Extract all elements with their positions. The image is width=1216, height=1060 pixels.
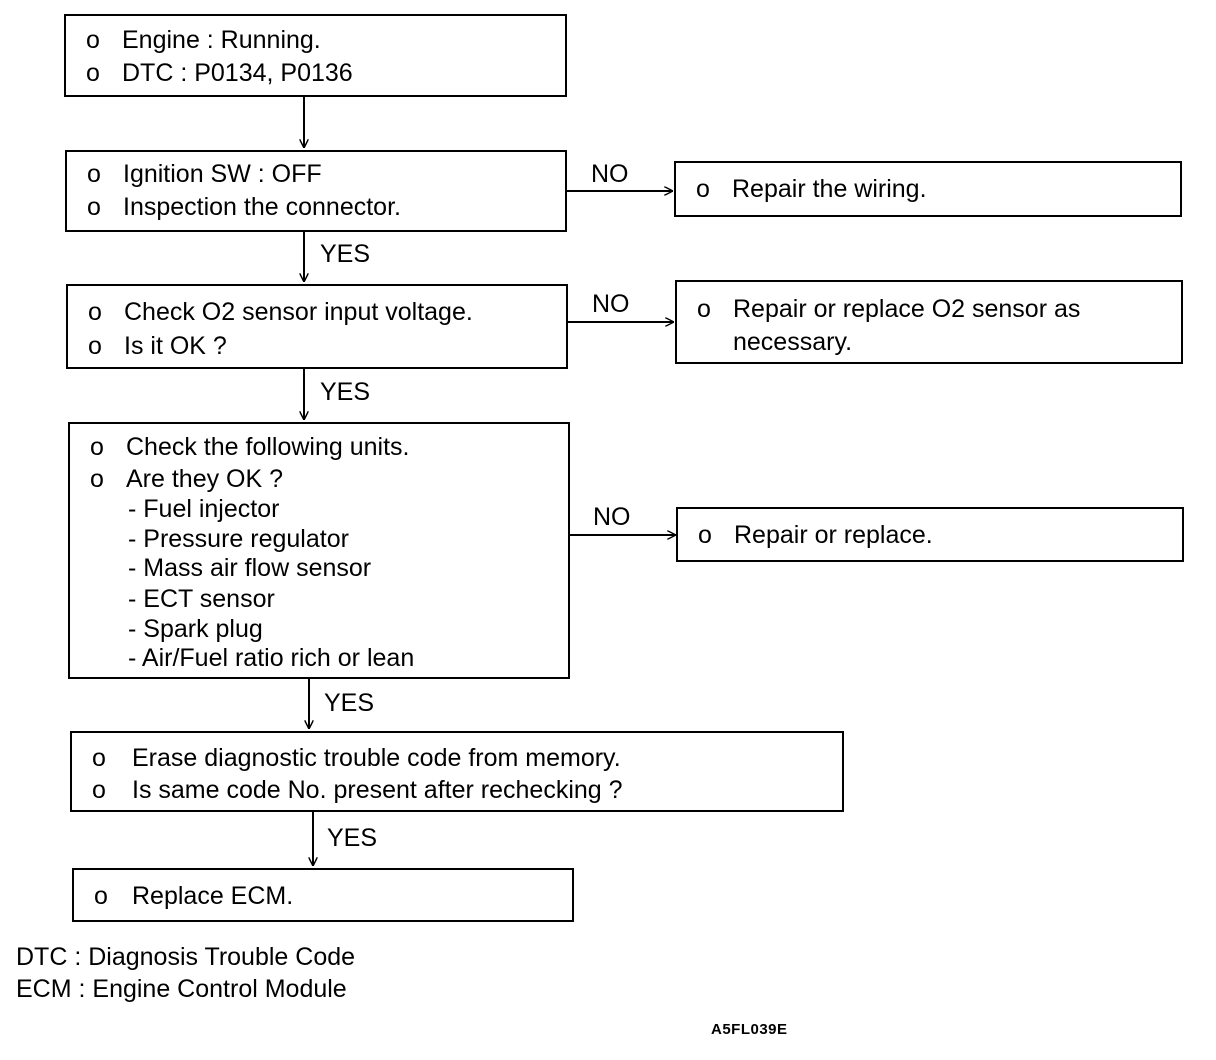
repair-or-replace-box: o Repair or replace. — [676, 507, 1184, 562]
no-label: NO — [593, 503, 631, 531]
bullet: o — [92, 776, 106, 804]
no-label: NO — [592, 290, 630, 318]
step-text: Check O2 sensor input voltage. — [124, 298, 473, 326]
yes-label: YES — [327, 824, 378, 852]
repair-wiring-box: o Repair the wiring. — [674, 161, 1182, 217]
step-text: Check the following units. — [126, 433, 410, 461]
step-text: Repair or replace. — [734, 521, 933, 549]
unit-item: - Pressure regulator — [128, 525, 349, 553]
legend-ecm: ECM : Engine Control Module — [16, 975, 347, 1003]
unit-item: - Spark plug — [128, 615, 263, 643]
o2-voltage-check-box: o Check O2 sensor input voltage. o Is it… — [66, 284, 568, 369]
step-text: Ignition SW : OFF — [123, 160, 322, 188]
bullet: o — [86, 59, 100, 87]
no-label: NO — [591, 160, 629, 188]
yes-label: YES — [320, 378, 371, 406]
unit-item: - Air/Fuel ratio rich or lean — [128, 644, 415, 672]
step-text: Erase diagnostic trouble code from memor… — [132, 744, 621, 772]
erase-dtc-box: o Erase diagnostic trouble code from mem… — [70, 731, 844, 812]
step-text: necessary. — [733, 328, 853, 356]
step-text: DTC : P0134, P0136 — [122, 59, 353, 87]
bullet: o — [696, 175, 710, 203]
bullet: o — [94, 882, 108, 910]
bullet: o — [92, 744, 106, 772]
step-text: Is it OK ? — [124, 332, 227, 360]
unit-item: - Mass air flow sensor — [128, 554, 372, 582]
figure-code: A5FL039E — [711, 1021, 788, 1038]
step-text: Repair the wiring. — [732, 175, 927, 203]
yes-label: YES — [324, 689, 375, 717]
legend-dtc: DTC : Diagnosis Trouble Code — [16, 943, 356, 971]
bullet: o — [698, 521, 712, 549]
bullet: o — [87, 160, 101, 188]
bullet: o — [86, 26, 100, 54]
unit-item: - Fuel injector — [128, 495, 280, 523]
bullet: o — [87, 193, 101, 221]
step-text: Repair or replace O2 sensor as — [733, 295, 1081, 323]
bullet: o — [90, 465, 104, 493]
bullet: o — [697, 295, 711, 323]
bullet: o — [90, 433, 104, 461]
step-text: Replace ECM. — [132, 882, 294, 910]
yes-label: YES — [320, 240, 371, 268]
step-text: Inspection the connector. — [123, 193, 401, 221]
start-box: o Engine : Running. o DTC : P0134, P0136 — [64, 14, 567, 97]
ignition-check-box: o Ignition SW : OFF o Inspection the con… — [65, 150, 567, 232]
step-text: Is same code No. present after recheckin… — [132, 776, 623, 804]
step-text: Engine : Running. — [122, 26, 321, 54]
repair-o2-sensor-box: o Repair or replace O2 sensor as necessa… — [675, 280, 1183, 364]
bullet: o — [88, 298, 102, 326]
unit-item: - ECT sensor — [128, 585, 275, 613]
units-check-box: o Check the following units. o Are they … — [68, 422, 570, 679]
bullet: o — [88, 332, 102, 360]
replace-ecm-box: o Replace ECM. — [72, 868, 574, 922]
step-text: Are they OK ? — [126, 465, 284, 493]
